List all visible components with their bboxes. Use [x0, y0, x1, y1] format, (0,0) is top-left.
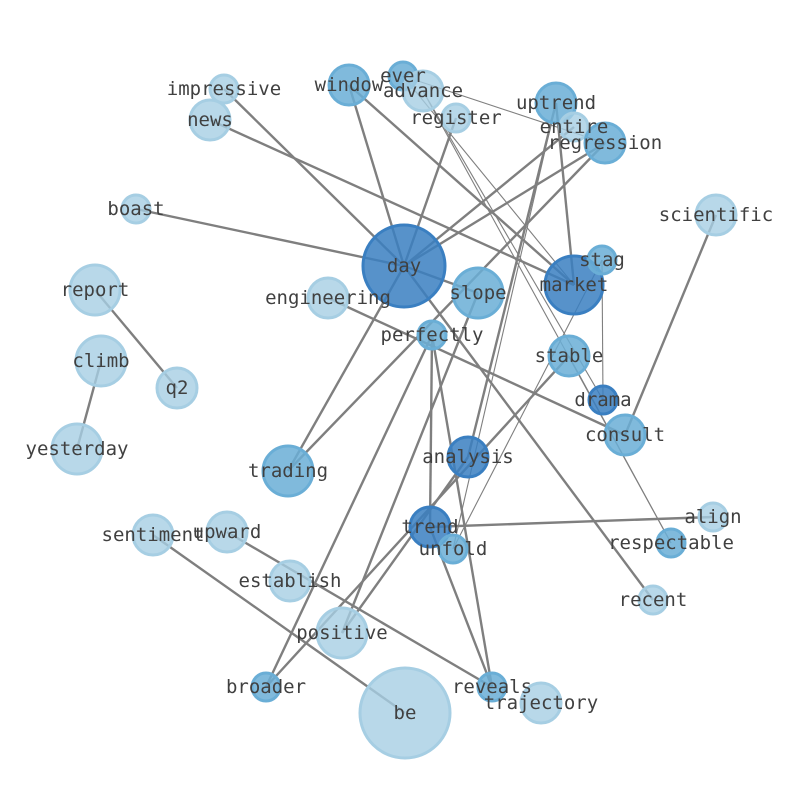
node-label-positive: positive: [296, 622, 388, 644]
node-label-register: register: [410, 107, 502, 129]
node-label-drama: drama: [574, 389, 631, 411]
node-regression: [583, 121, 627, 165]
node-label-trajectory: trajectory: [484, 692, 598, 714]
node-analysis: [446, 435, 490, 479]
node-label-stable: stable: [535, 345, 604, 367]
node-label-boast: boast: [107, 198, 164, 220]
node-label-reveals: reveals: [452, 676, 532, 698]
node-trajectory: [519, 681, 563, 725]
node-positive: [315, 606, 369, 660]
node-trend: [408, 505, 452, 549]
node-label-consult: consult: [585, 424, 665, 446]
node-label-advance: advance: [383, 80, 463, 102]
edge-analysis-positive: [341, 456, 469, 634]
node-upward: [205, 510, 249, 554]
node-label-recent: recent: [619, 589, 688, 611]
edge-scientific-consult: [623, 214, 718, 436]
node-label-entire: entire: [540, 116, 609, 138]
node-yesterday: [50, 422, 104, 476]
node-label-scientific: scientific: [659, 204, 773, 226]
node-label-trend: trend: [401, 516, 458, 538]
node-trading: [261, 444, 315, 498]
edge-day-recent: [403, 265, 654, 601]
edge-engineering-consult: [327, 296, 626, 437]
node-stag: [586, 244, 618, 276]
edge-window-market: [348, 84, 575, 286]
node-label-market: market: [540, 274, 609, 296]
node-engineering: [306, 276, 350, 320]
node-reveals: [476, 671, 508, 703]
node-label-establish: establish: [239, 570, 342, 592]
edge-uptrend-analysis: [466, 102, 558, 458]
node-window: [327, 63, 371, 107]
edge-trend-align: [429, 515, 714, 529]
node-news: [188, 98, 232, 142]
node-recent: [637, 584, 669, 616]
node-label-unfold: unfold: [419, 538, 488, 560]
node-label-day: day: [387, 255, 421, 277]
node-layer: [50, 60, 738, 760]
node-impressive: [208, 73, 240, 105]
node-broader: [250, 671, 282, 703]
edge-sentiment-be: [152, 534, 406, 714]
node-label-respectable: respectable: [608, 532, 734, 554]
node-day: [361, 223, 447, 309]
node-label-regression: regression: [548, 132, 662, 154]
node-label-impressive: impressive: [167, 78, 281, 100]
node-label-upward: upward: [193, 521, 262, 543]
node-scientific: [694, 193, 738, 237]
node-drama: [587, 384, 619, 416]
node-report: [68, 263, 122, 317]
edge-regression-trading: [287, 142, 606, 472]
node-advance: [401, 69, 445, 113]
node-establish: [268, 559, 312, 603]
node-label-ever: ever: [380, 65, 426, 87]
node-register: [440, 102, 472, 134]
node-label-climb: climb: [72, 350, 129, 372]
node-respectable: [655, 527, 687, 559]
edge-perfectly-broader: [264, 334, 434, 688]
edge-ever-market: [402, 75, 575, 286]
node-label-q2: q2: [166, 377, 189, 399]
node-label-broader: broader: [226, 676, 306, 698]
node-entire: [558, 111, 590, 143]
edge-news-market: [209, 118, 575, 287]
node-label-report: report: [61, 279, 130, 301]
edge-perfectly-reveals: [430, 334, 494, 688]
node-stable: [547, 334, 591, 378]
node-label-slope: slope: [449, 282, 506, 304]
node-label-uptrend: uptrend: [516, 92, 596, 114]
node-label-window: window: [315, 74, 384, 96]
node-label-perfectly: perfectly: [381, 324, 484, 346]
node-label-be: be: [394, 702, 417, 724]
node-label-align: align: [684, 506, 741, 528]
node-boast: [120, 193, 152, 225]
edge-perfectly-trend: [428, 334, 434, 528]
node-label-engineering: engineering: [265, 287, 391, 309]
node-perfectly: [416, 319, 448, 351]
node-label-news: news: [187, 109, 233, 131]
node-label-sentiment: sentiment: [102, 524, 205, 546]
node-market: [543, 254, 605, 316]
node-align: [697, 501, 729, 533]
node-label-yesterday: yesterday: [26, 438, 129, 460]
edge-slope-positive: [340, 292, 480, 634]
node-uptrend: [534, 81, 578, 125]
node-slope: [451, 266, 505, 320]
node-unfold: [437, 533, 469, 565]
node-label-trading: trading: [248, 460, 328, 482]
node-climb: [74, 334, 128, 388]
edge-day-boast: [135, 207, 405, 268]
node-be: [358, 666, 452, 760]
node-consult: [603, 413, 647, 457]
node-q2: [155, 366, 199, 410]
node-label-analysis: analysis: [422, 446, 514, 468]
node-sentiment: [131, 513, 175, 557]
node-label-stag: stag: [579, 249, 625, 271]
